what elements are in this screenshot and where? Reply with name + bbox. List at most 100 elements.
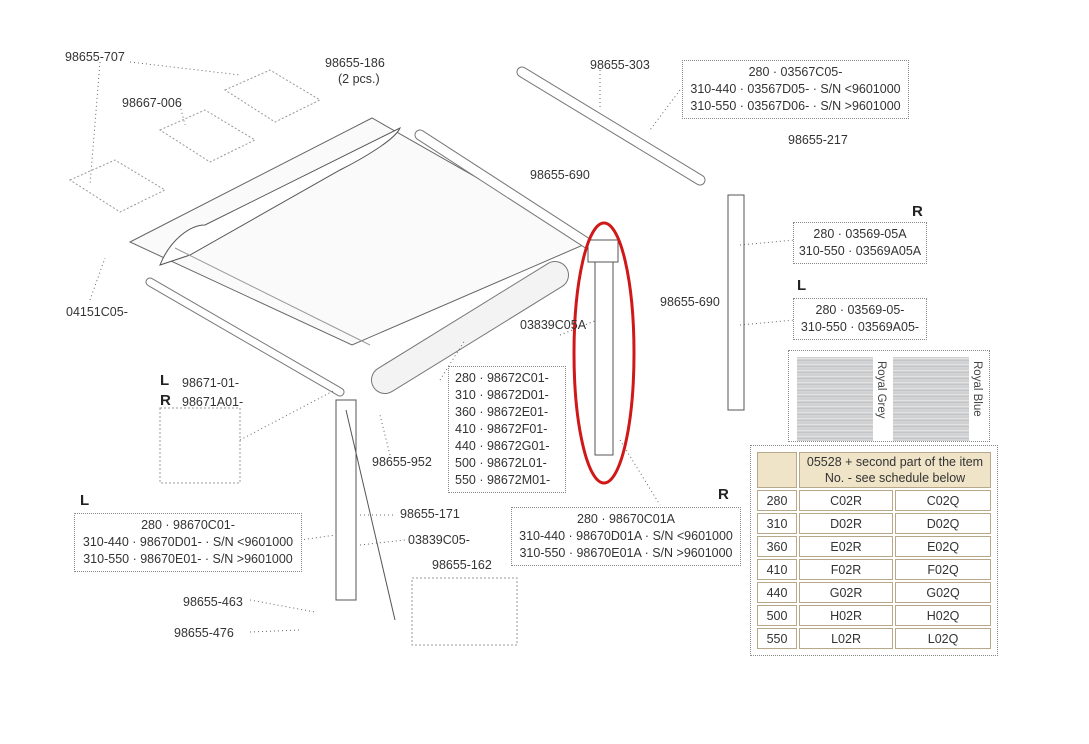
label-98655-707: 98655-707 [65, 50, 125, 64]
schedule-corner [757, 452, 797, 488]
fabric-swatches: Royal Grey Royal Blue [788, 350, 990, 442]
schedule-cell-blue: C02Q [895, 490, 991, 511]
callout-arm-l: 280 · 98670C01- 310-440 · 98670D01- · S/… [74, 513, 302, 572]
schedule-header-row: 05528 + second part of the item No. - se… [757, 452, 991, 488]
schedule-cell-grey: L02R [799, 628, 894, 649]
side-marker-r-hardware: R [160, 392, 171, 409]
swatch-label-royal-blue: Royal Blue [971, 361, 983, 417]
schedule-cell-len: 550 [757, 628, 797, 649]
label-98655-303: 98655-303 [590, 58, 650, 72]
label-98671-r: 98671A01- [182, 395, 244, 409]
callout-front-bar: 280 · 03567C05- 310-440 · 03567D05- · S/… [682, 60, 909, 119]
fabric-roll-curl [159, 126, 401, 266]
callout-leg-r: 280 · 03569-05A 310-550 · 03569A05A [793, 222, 927, 264]
swatch-royal-blue [893, 357, 969, 441]
schedule-cell-len: 310 [757, 513, 797, 534]
callout-roller: 280 · 98672C01- 310 · 98672D01- 360 · 98… [448, 366, 566, 493]
schedule-cell-blue: D02Q [895, 513, 991, 534]
schedule-cell-len: 280 [757, 490, 797, 511]
schedule-cell-blue: L02Q [895, 628, 991, 649]
schedule-cell-grey: G02R [799, 582, 894, 603]
label-98655-186: 98655-186 [325, 56, 385, 70]
schedule-cell-grey: D02R [799, 513, 894, 534]
left-leg [335, 399, 357, 601]
callout-row: 310-550 · 03569A05- [800, 320, 920, 334]
schedule-cell-blue: F02Q [895, 559, 991, 580]
callout-row: 280 · 03567C05- [748, 65, 843, 79]
schedule-cell-grey: C02R [799, 490, 894, 511]
schedule-cell-grey: F02R [799, 559, 894, 580]
callout-row: 310-440 · 98670D01- · S/N <9601000 [82, 535, 294, 549]
label-04151c05: 04151C05- [66, 305, 128, 319]
schedule-cell-grey: E02R [799, 536, 894, 557]
side-marker-l-leg: L [797, 277, 807, 294]
label-98655-162: 98655-162 [432, 558, 492, 572]
callout-row: 280 · 03569-05- [815, 303, 905, 317]
callout-row: 310-440 · 98670D01A · S/N <9601000 [519, 529, 733, 543]
schedule-cell-blue: G02Q [895, 582, 991, 603]
strap-kit-box [411, 577, 518, 646]
callout-row: 440 · 98672G01- [455, 439, 550, 453]
callout-row: 310 · 98672D01- [455, 388, 549, 402]
side-marker-l-arm: L [80, 492, 90, 509]
schedule-cell-grey: H02R [799, 605, 894, 626]
center-arm [594, 254, 614, 456]
callout-row: 310-550 · 98670E01- · S/N >9601000 [83, 552, 293, 566]
callout-row: 280 · 98672C01- [455, 371, 549, 385]
side-marker-r-arm: R [718, 486, 729, 503]
label-98655-952: 98655-952 [372, 455, 432, 469]
swatch-royal-grey [797, 357, 873, 441]
hardware-plate-2 [158, 109, 257, 163]
right-leg [727, 194, 745, 411]
callout-row: 310-550 · 98670E01A · S/N >9601000 [519, 546, 733, 560]
label-98655-463: 98655-463 [183, 595, 243, 609]
schedule-header: 05528 + second part of the item No. - se… [799, 452, 991, 488]
label-98655-690-top: 98655-690 [530, 168, 590, 182]
callout-row: 280 · 98670C01A [577, 512, 675, 526]
schedule-table: 05528 + second part of the item No. - se… [755, 450, 993, 651]
callout-arm-r: 280 · 98670C01A 310-440 · 98670D01A · S/… [511, 507, 741, 566]
hardware-plate-1 [223, 69, 322, 123]
label-98655-186-qty: (2 pcs.) [338, 72, 380, 86]
schedule-cell-len: 360 [757, 536, 797, 557]
label-98655-476: 98655-476 [174, 626, 234, 640]
label-03839c05: 03839C05- [408, 533, 470, 547]
label-98655-171: 98655-171 [400, 507, 460, 521]
callout-row: 280 · 98670C01- [141, 518, 235, 532]
callout-row: 310-550 · 03567D06- · S/N >9601000 [690, 99, 901, 113]
callout-row: 280 · 03569-05A [813, 227, 907, 241]
callout-row: 310-550 · 03569A05A [798, 244, 922, 258]
schedule-cell-len: 410 [757, 559, 797, 580]
side-marker-r-leg: R [912, 203, 923, 220]
label-03839c05a: 03839C05A [520, 318, 587, 332]
side-marker-l-hardware: L [160, 372, 170, 389]
callout-row: 360 · 98672E01- [455, 405, 549, 419]
fabric-schedule: 05528 + second part of the item No. - se… [750, 445, 998, 656]
label-98667-006: 98667-006 [122, 96, 182, 110]
label-98655-217: 98655-217 [788, 133, 848, 147]
hardware-plate-3 [68, 159, 167, 213]
label-98655-690-mid: 98655-690 [660, 295, 720, 309]
callout-row: 310-440 · 03567D05- · S/N <9601000 [690, 82, 901, 96]
callout-leg-l: 280 · 03569-05- 310-550 · 03569A05- [793, 298, 927, 340]
callout-row: 500 · 98672L01- [455, 456, 547, 470]
callout-row: 550 · 98672M01- [455, 473, 551, 487]
swatch-label-royal-grey: Royal Grey [875, 361, 887, 419]
callout-row: 410 · 98672F01- [455, 422, 548, 436]
schedule-cell-len: 440 [757, 582, 797, 603]
schedule-cell-len: 500 [757, 605, 797, 626]
schedule-cell-blue: E02Q [895, 536, 991, 557]
label-98671-l: 98671-01- [182, 376, 239, 390]
schedule-cell-blue: H02Q [895, 605, 991, 626]
highlight-ellipse [572, 221, 636, 485]
